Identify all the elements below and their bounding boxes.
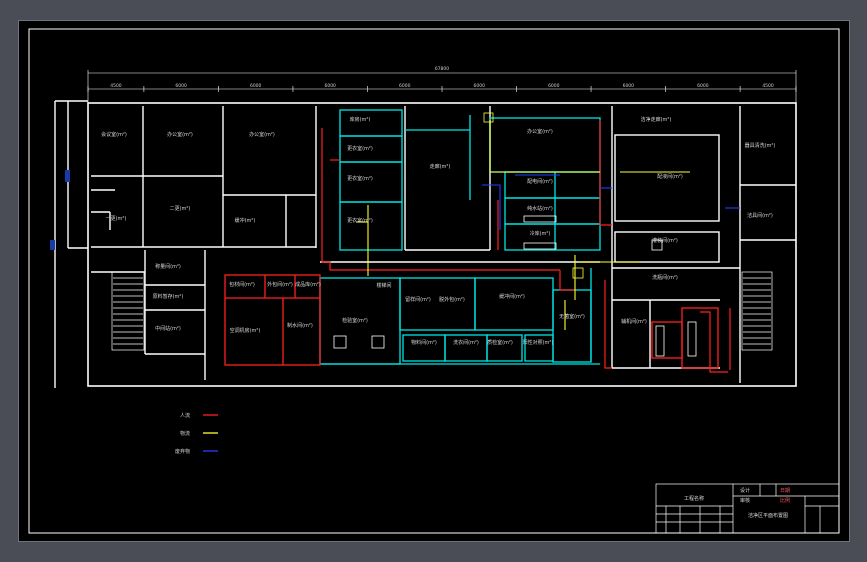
room-label: 无菌室(m²) bbox=[559, 313, 585, 320]
red-zone-partitions bbox=[224, 274, 719, 369]
title-block-scale: 比例 bbox=[780, 497, 790, 504]
column-marker-left-lower bbox=[50, 240, 55, 250]
column-marker-left bbox=[65, 170, 70, 182]
title-block-reviewer: 审核 bbox=[740, 497, 750, 504]
dimension-labels: 4500 6000 6000 6000 6000 6000 6000 6000 6000 4500 bbox=[110, 83, 774, 89]
title-block-drawing-name: 洁净区平面布置图 bbox=[748, 512, 788, 519]
dimension-total: 67800 bbox=[435, 66, 449, 72]
legend-label: 废弃物 bbox=[175, 448, 190, 455]
room-label: 物料间(m²) bbox=[411, 339, 437, 346]
dimension-segment-label: 6000 bbox=[548, 83, 560, 89]
dimension-segment-label: 6000 bbox=[474, 83, 486, 89]
sheet-border bbox=[28, 28, 840, 534]
room-label: 洗衣间(m²) bbox=[453, 339, 479, 346]
title-block-designer: 设计 bbox=[740, 487, 750, 494]
room-label: 称量间(m²) bbox=[155, 263, 181, 270]
dimension-segment-label: 6000 bbox=[250, 83, 262, 89]
room-label: 空调机房(m²) bbox=[230, 327, 261, 334]
left-wing-walls bbox=[54, 100, 88, 388]
room-label: 会议室(m²) bbox=[101, 131, 127, 138]
dimension-ticks bbox=[87, 86, 797, 92]
dimension-segment-label: 6000 bbox=[697, 83, 709, 89]
legend-label: 物流 bbox=[180, 430, 190, 437]
room-label: 检验室(m²) bbox=[342, 317, 368, 324]
room-label: 纯水站(m²) bbox=[527, 205, 553, 212]
dimension-segment-label: 6000 bbox=[175, 83, 187, 89]
right-wing-walls bbox=[611, 106, 796, 383]
room-label: 灌装间(m²) bbox=[652, 237, 678, 244]
room-label: 辅机间(m²) bbox=[621, 318, 647, 325]
room-label: 办公室(m²) bbox=[167, 131, 193, 138]
title-block bbox=[655, 483, 840, 534]
dimension-segment-label: 4500 bbox=[110, 83, 122, 89]
drawing-viewport[interactable] bbox=[18, 20, 850, 542]
room-label: 原料暂存(m²) bbox=[153, 293, 184, 300]
title-block-project: 工程名称 bbox=[684, 495, 704, 502]
room-label: 中间站(m²) bbox=[155, 325, 181, 332]
room-label: 洗瓶间(m²) bbox=[652, 274, 678, 281]
room-label: 脱外包(m²) bbox=[439, 296, 465, 303]
room-label: 冷库(m²) bbox=[530, 230, 551, 237]
room-label: 质检室(m²) bbox=[487, 339, 513, 346]
room-label: 走廊(m²) bbox=[430, 163, 451, 170]
dimension-segment-label: 6000 bbox=[324, 83, 336, 89]
legend-label: 人流 bbox=[180, 412, 190, 419]
room-label: 二更(m²) bbox=[170, 206, 191, 212]
room-label: 外包间(m²) bbox=[267, 281, 293, 288]
room-label: 更衣室(m²) bbox=[347, 145, 373, 152]
room-label: 器具清洗(m²) bbox=[745, 142, 776, 149]
room-label: 更衣室(m²) bbox=[347, 217, 373, 224]
room-label: 洁净走廊(m²) bbox=[641, 116, 672, 123]
stair-left bbox=[111, 271, 145, 351]
room-label: 配电间(m²) bbox=[527, 178, 553, 185]
room-label: 办公室(m²) bbox=[249, 131, 275, 138]
room-label: 缓冲间(m²) bbox=[499, 293, 525, 300]
room-label: 阳性对照(m²) bbox=[523, 339, 554, 346]
office-block-walls bbox=[91, 106, 317, 380]
personnel-flow-lines bbox=[321, 120, 731, 373]
dimension-segment-label: 6000 bbox=[399, 83, 411, 89]
material-flow-lines bbox=[356, 120, 690, 330]
room-label: 更衣室(m²) bbox=[347, 175, 373, 182]
title-block-date: 日期 bbox=[780, 488, 790, 494]
room-label: 洁具间(m²) bbox=[747, 212, 773, 219]
dimension-segment-label: 4500 bbox=[762, 83, 774, 89]
waste-flow-lines bbox=[482, 174, 740, 230]
room-label: 办公室(m²) bbox=[527, 128, 553, 135]
dimension-segment-label: 6000 bbox=[623, 83, 635, 89]
room-label: 留样间(m²) bbox=[405, 296, 431, 303]
room-label: 一更(m²) bbox=[106, 216, 127, 222]
room-label: 配液间(m²) bbox=[657, 173, 683, 180]
room-label: 楼梯间 bbox=[376, 282, 391, 289]
building-outline bbox=[87, 102, 797, 387]
room-labels: 会议室(m²) 办公室(m²) 办公室(m²) 库房(m²) 走廊(m²) 办公室(m²)… bbox=[101, 116, 775, 346]
room-label: 成品库(m²) bbox=[295, 281, 321, 288]
room-label: 库房(m²) bbox=[350, 116, 371, 123]
room-label: 制水间(m²) bbox=[287, 322, 313, 329]
room-label: 缓冲(m²) bbox=[235, 217, 256, 224]
room-label: 包材间(m²) bbox=[229, 281, 255, 288]
equipment-symbols bbox=[333, 112, 697, 357]
stair-right bbox=[741, 271, 773, 351]
